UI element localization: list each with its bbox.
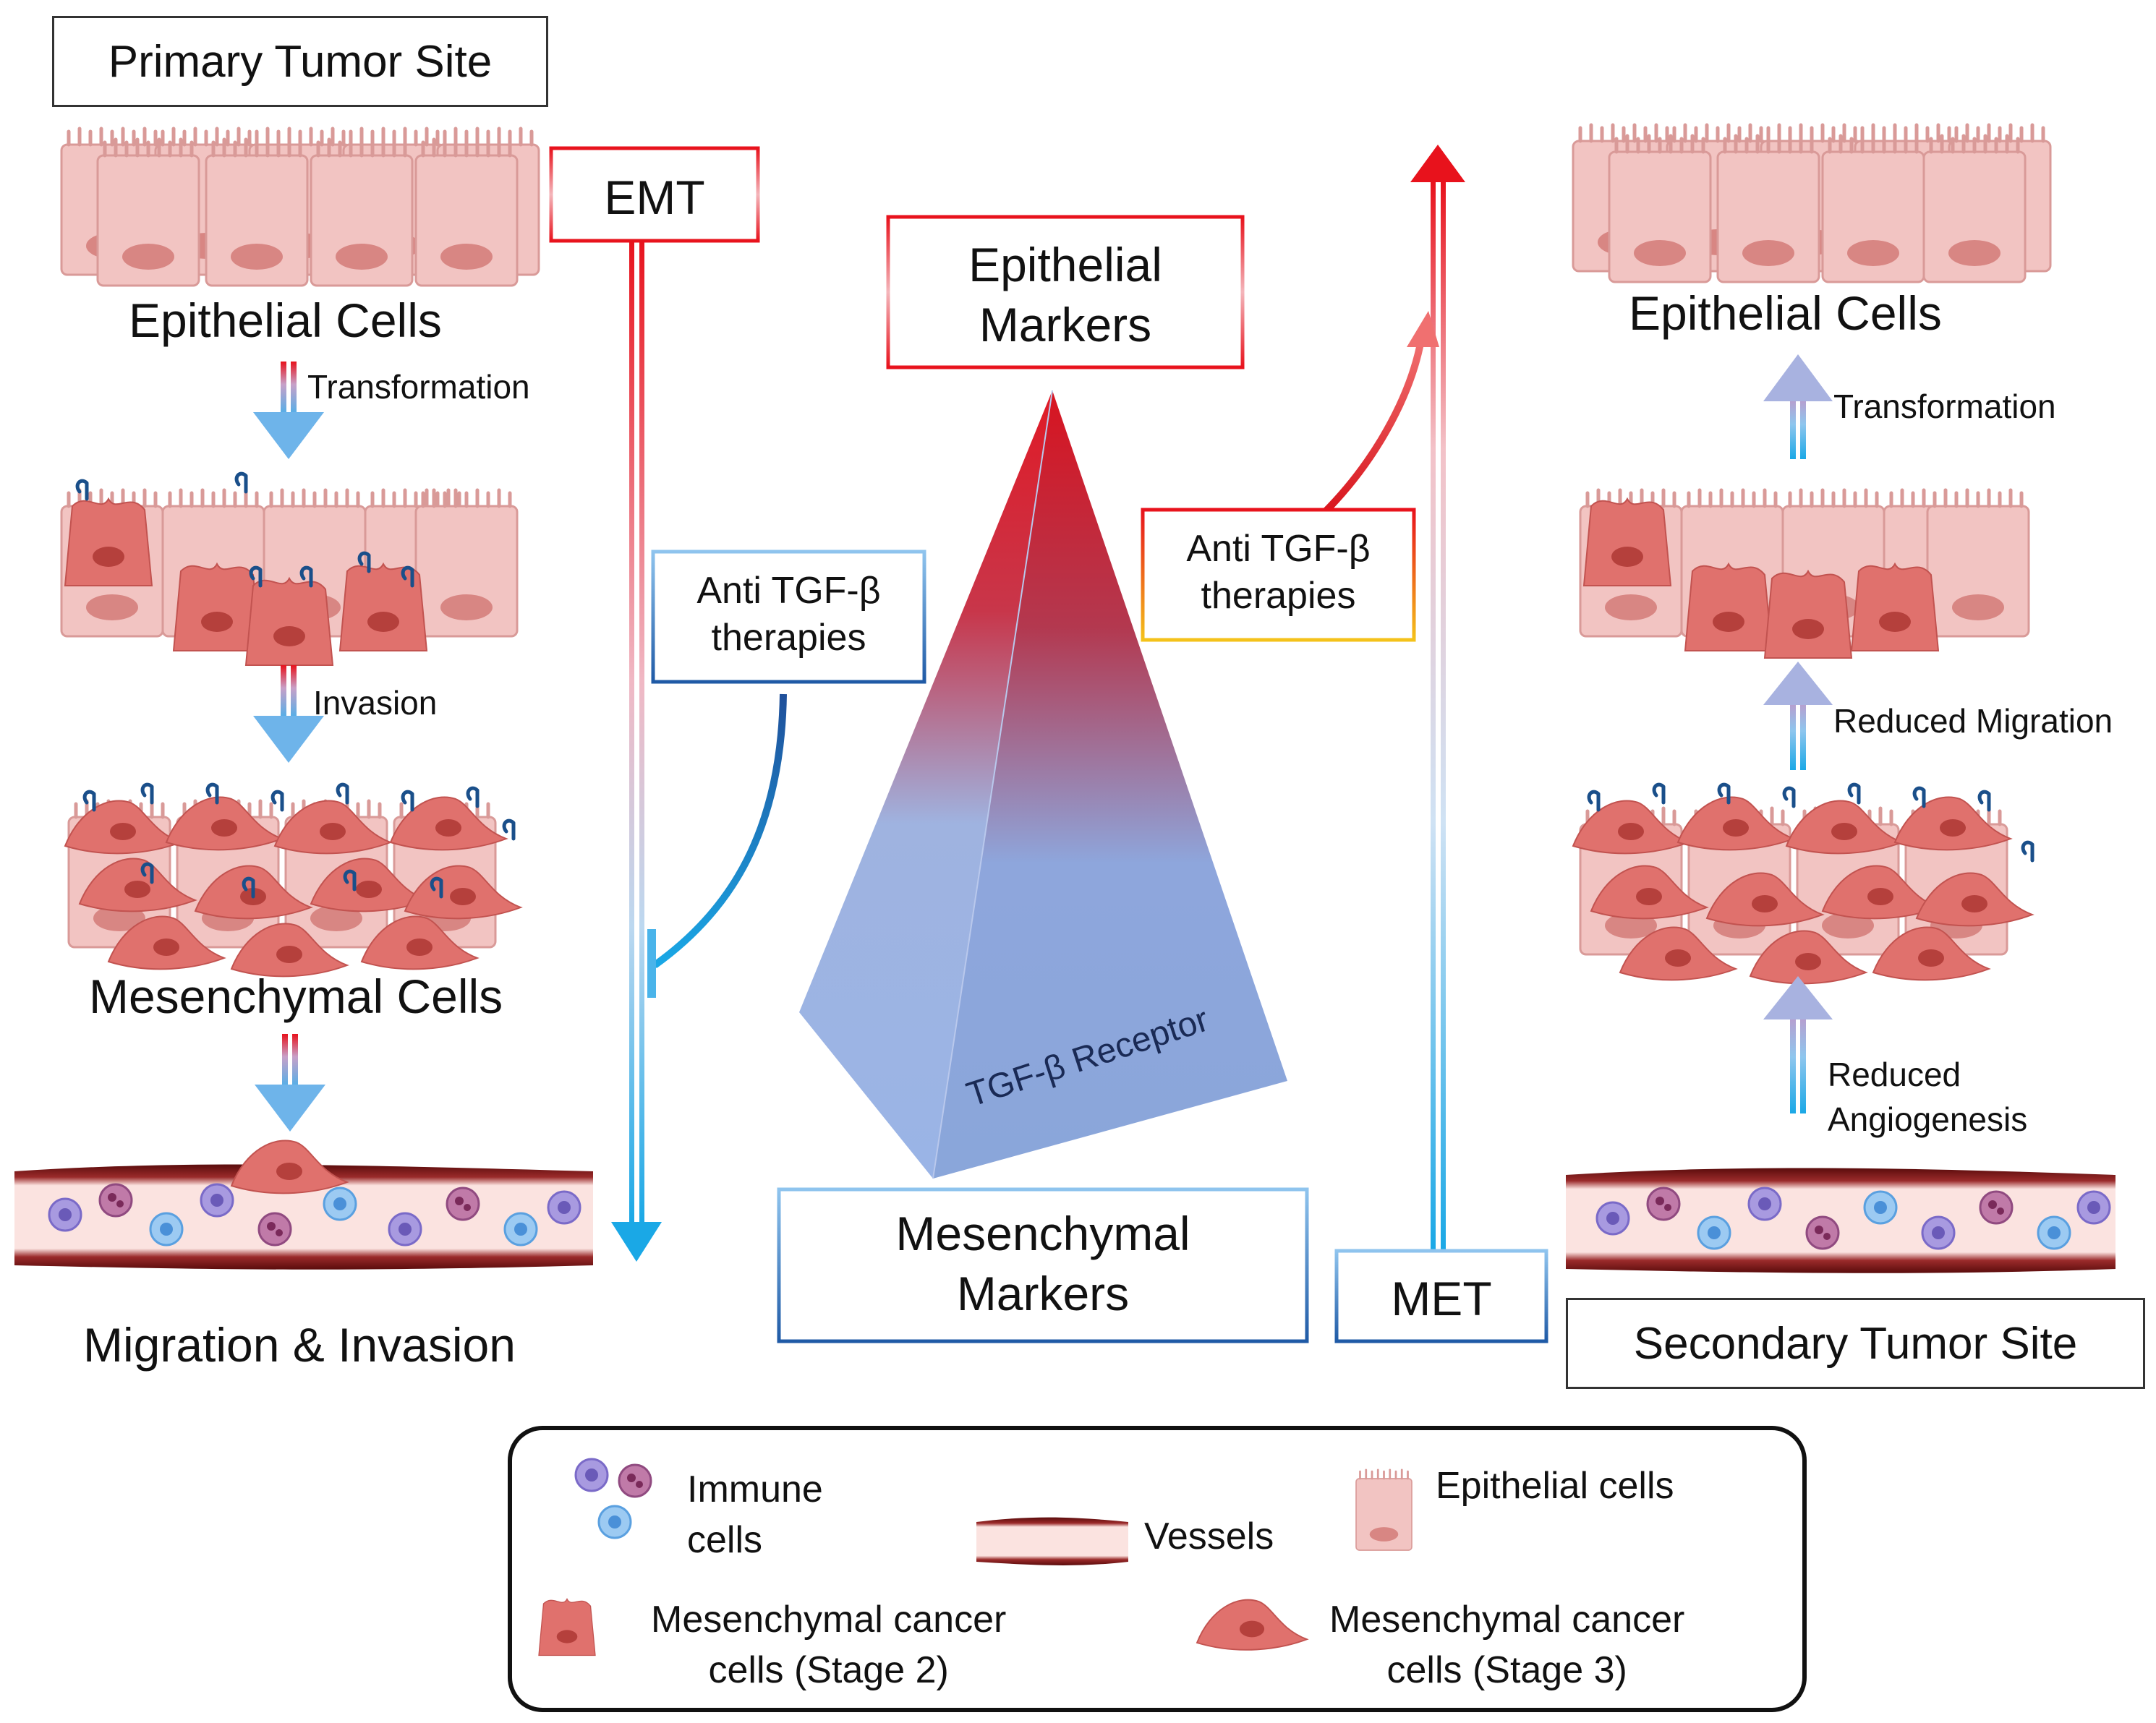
right-therapy-box-border [1141,508,1416,642]
right-epithelial-tissue [1573,125,2050,282]
left-vessel [14,1140,593,1270]
left-partial-emt-tissue [61,474,517,666]
left-epithelial-tissue [61,129,539,286]
legend-mes2-line2: cells (Stage 2) [708,1649,949,1692]
legend-vessels-label: Vessels [1144,1515,1274,1557]
right-stage1-label: Epithelial Cells [1629,286,1942,340]
right-partial-tissue [1580,490,2029,659]
legend-mes3-line2: cells (Stage 3) [1386,1649,1627,1692]
left-stage1-label: Epithelial Cells [129,294,442,347]
legend-epithelial-icon [1355,1468,1413,1552]
emt-box-border [549,146,760,243]
primary-site-text: Primary Tumor Site [108,36,493,87]
legend-mes2-line1: Mesenchymal cancer [651,1599,1007,1641]
legend-mes2-label: Mesenchymal cancer cells (Stage 2) [651,1594,1006,1696]
epithelial-markers-box-border [886,215,1245,369]
secondary-site-text: Secondary Tumor Site [1633,1318,2078,1369]
left-therapy-line1: Anti TGF-β [696,570,881,612]
right-therapy-label: Anti TGF-β therapies [1143,526,1414,620]
right-step1-label: Transformation [1833,388,2056,425]
legend-immune-line2: cells [687,1519,763,1562]
left-migration-arrow [255,1034,325,1132]
left-mesenchymal-tissue [64,784,521,978]
mesenchymal-markers-box-border [777,1187,1309,1343]
right-therapy-line2: therapies [1201,575,1356,617]
left-step2-label: Invasion [313,684,438,722]
epithelial-markers-label: Epithelial Markers [888,235,1243,354]
emt-arrow [611,239,662,1262]
legend-mes3-line1: Mesenchymal cancer [1329,1599,1685,1641]
legend-epithelial-label: Epithelial cells [1436,1465,1674,1507]
legend-mes3-label: Mesenchymal cancer cells (Stage 3) [1329,1594,1684,1696]
legend-immune-label: Immune cells [687,1464,823,1565]
right-therapy-arrow [1321,311,1439,516]
marker-pyramid [799,390,1287,1179]
epithelial-markers-line2: Markers [979,297,1152,351]
right-migration-arrow [1763,662,1833,770]
left-therapy-label: Anti TGF-β therapies [653,568,924,662]
left-therapy-line2: therapies [711,617,866,659]
left-stage4-label: Migration & Invasion [83,1318,516,1372]
left-step1-label: Transformation [307,368,530,406]
secondary-site-label: Secondary Tumor Site [1566,1298,2145,1389]
right-therapy-line1: Anti TGF-β [1186,528,1371,570]
legend-vessel-icon [976,1517,1128,1565]
right-vessel [1566,1168,2115,1273]
emt-label: EMT [604,171,705,224]
legend-immune-line1: Immune [687,1468,823,1510]
right-step2-label: Reduced Migration [1833,702,2113,740]
mesenchymal-markers-line1: Mesenchymal [895,1207,1190,1260]
left-therapy-box-border [651,550,926,684]
left-invasion-arrow [253,665,324,763]
right-step3-line2: Angiogenesis [1828,1100,2028,1139]
met-arrow [1410,145,1465,1251]
left-transformation-arrow [253,362,324,459]
met-label: MET [1391,1272,1492,1325]
legend-frame [508,1426,1807,1712]
mesenchymal-markers-label: Mesenchymal Markers [779,1204,1307,1323]
right-step3-line1: Reduced [1828,1056,1961,1093]
epithelial-markers-line1: Epithelial [968,238,1162,291]
right-transformation-arrow [1763,354,1833,459]
legend-mes2-icon [538,1598,596,1656]
mesenchymal-markers-line2: Markers [956,1266,1130,1320]
right-angiogenesis-arrow [1763,976,1833,1113]
primary-site-label: Primary Tumor Site [52,16,548,107]
met-box-border [1334,1249,1548,1343]
right-mesenchymal-tissue [1572,784,2032,985]
left-therapy-inhibitor [647,693,787,998]
left-stage3-label: Mesenchymal Cells [89,970,503,1023]
right-step3-label: Reduced Angiogenesis [1828,1052,2027,1142]
